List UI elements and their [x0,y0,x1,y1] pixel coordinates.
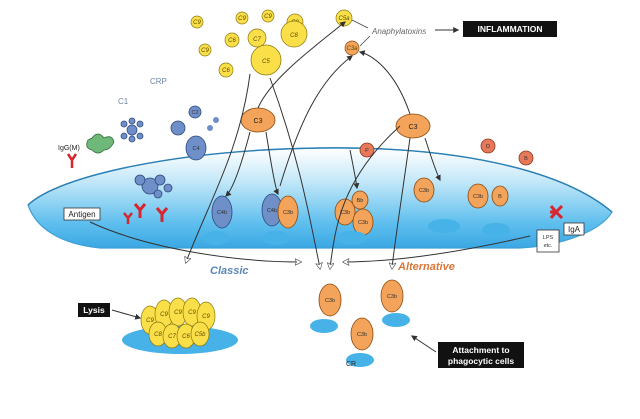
c6-label: C6 [228,38,236,44]
classic-initiators: IgG(M) C1 CRP C2 C4 [58,77,219,224]
factor-b [518,150,534,166]
c4-label: C4 [192,146,199,152]
lps-box [536,229,560,253]
igg-label: IgG(M) [58,145,80,152]
p-label: P [365,148,369,154]
c3b-label: C3b [387,294,397,300]
c9-label: C9 [202,314,210,320]
c3b-label: C3b [357,332,367,338]
classic-pathway-label: Classic [210,265,249,277]
c9-label: C9 [193,20,201,26]
attachment-label-line2: phagocytic cells [448,356,514,366]
membrane-surface-line [27,147,613,213]
c9-label: C9 [188,310,196,316]
c1-molecule [120,117,144,143]
c3b-label: C3b [283,210,293,216]
c2-label: C2 [191,110,198,116]
c9-label: C9 [174,310,182,316]
factor-p [359,142,375,158]
alternative-pathway-label: Alternative [397,261,455,273]
attachment-box [438,342,524,368]
cr-label: CR [346,361,356,368]
antigen-label: Antigen [68,210,95,219]
c1-label: C1 [118,97,129,106]
d-label: D [486,144,490,150]
c9-label: C9 [160,312,168,318]
membrane-attack-complex: C9 C9 C9 C9 C9 C8 C7 C6 C5b [140,297,216,349]
c3a-label: C3a [346,46,358,52]
c3b-label: C3b [358,220,368,226]
c7-label: C7 [168,334,176,340]
c5a-label: C5a [338,16,350,22]
c6-label: C6 [182,334,190,340]
c3-alternative: C3 [395,113,431,139]
c8-label: C8 [154,332,162,338]
c5b-label: C5b [194,332,206,338]
iga-box [563,222,585,236]
crp-label: CRP [150,77,167,86]
lps-label: LPS [543,235,554,241]
b-label: B [498,194,502,200]
anaphylatoxin-group: C5a C3a Anaphylatoxins INFLAMMATION [335,9,557,56]
pathway-arrows [89,21,531,268]
inflammation-label: INFLAMMATION [478,24,543,34]
c8-label: C8 [290,33,298,39]
c4b-label: C4b [217,210,227,216]
lysis-label: Lysis [83,305,105,315]
attachment-label-line1: Attachment to [452,345,509,355]
c4-molecule [185,135,207,161]
lps-etc-label: etc. [544,243,553,249]
c3b-label: C3b [340,210,350,216]
classic-convertase: C4b C4b C3b [204,193,299,245]
c3-classic: C3 [240,107,276,133]
c3-label: C3 [254,118,263,125]
crp-molecule [86,133,115,154]
c4b-label: C4b [267,208,277,214]
c3b-label: C3b [325,298,335,304]
alternative-convertase: C3b Bb C3b C3b C3b B P D B [334,138,534,245]
c9-label: C9 [146,318,154,324]
b-label: B [524,156,528,162]
lysis-box [78,303,110,317]
c5-label: C5 [262,59,270,65]
lysis-group: Lysis C9 C9 C9 C9 C9 C8 C7 C6 C5b [78,297,238,354]
iga-molecule [549,204,564,220]
c7-label: C7 [253,37,261,43]
c1-complex-on-membrane [123,174,173,224]
c6-label: C6 [222,68,230,74]
c3b-label: C3b [419,188,429,194]
factor-d [480,138,496,154]
terminal-components-cloud: C9 C9 C9 C9 C6 C7 C8 C9 C6 C5 [190,9,308,78]
c4-small [170,120,186,136]
anaphylatoxins-label: Anaphylatoxins [371,27,426,36]
c3b-label: C3b [473,194,483,200]
inflammation-box [463,21,557,37]
c2-small [188,105,202,119]
c9-label: C9 [238,16,246,22]
c9-label: C9 [201,48,209,54]
c9-label: C9 [264,14,272,20]
bb-label: Bb [357,198,364,204]
alternative-initiators: IgA LPS etc. [536,204,585,253]
iga-label: IgA [568,225,581,234]
antigen-box [63,207,101,221]
c3-label: C3 [409,124,418,131]
opsonization-group: C3b C3b C3b CR Attachment to phagocytic … [310,279,524,368]
